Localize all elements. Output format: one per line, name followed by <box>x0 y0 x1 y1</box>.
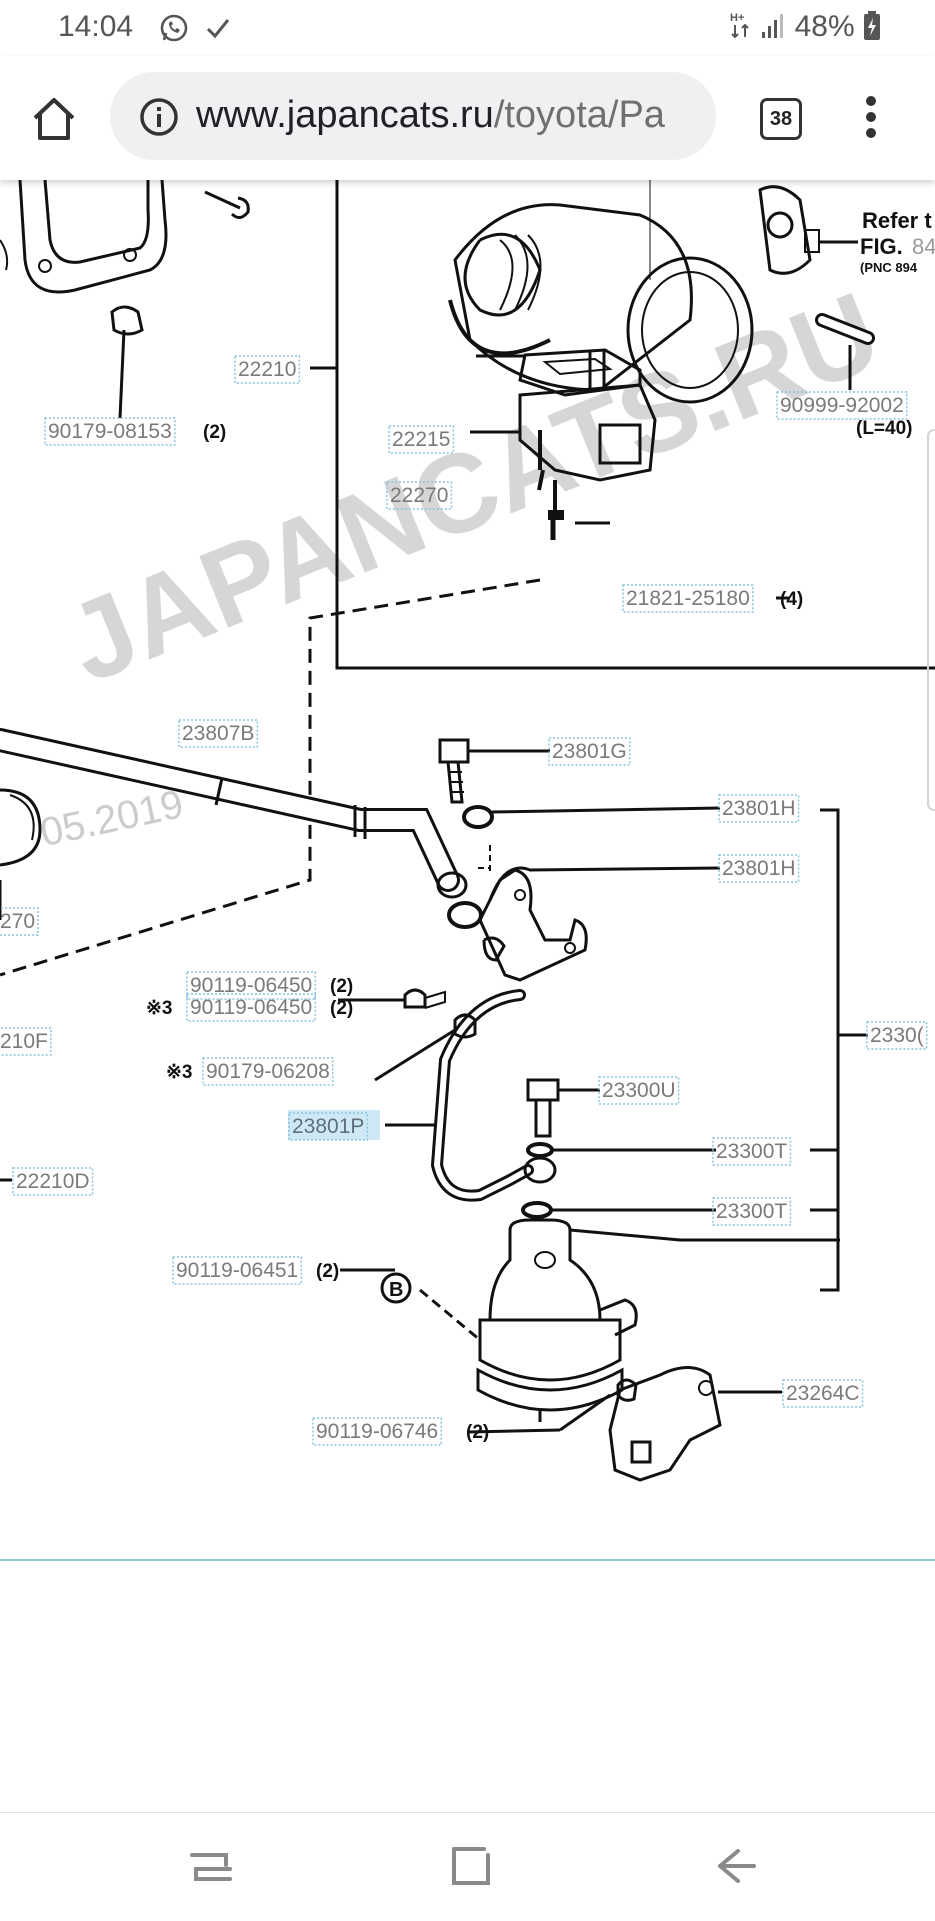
label-210F[interactable]: 210F <box>0 1030 48 1053</box>
label-90179-08153[interactable]: 90179-08153 <box>48 420 172 443</box>
navigation-bar <box>0 1812 935 1921</box>
label-box <box>866 1021 928 1050</box>
label-90119-06746[interactable]: 90119-06746 <box>316 1420 438 1443</box>
bolt-drawings <box>338 988 477 1082</box>
label-box <box>312 1417 442 1446</box>
home-button-icon[interactable] <box>448 1843 494 1889</box>
check-icon <box>206 19 230 39</box>
label-270[interactable]: 270 <box>0 910 35 933</box>
qty-90179-08153: (2) <box>203 422 226 443</box>
whatsapp-icon <box>160 14 188 42</box>
ref-circle-b: B <box>380 1272 412 1304</box>
label-box <box>172 1256 302 1285</box>
bracket-drawing <box>438 738 721 982</box>
label-box <box>598 1076 680 1105</box>
throttle-body-drawing <box>448 180 875 404</box>
label-23300U[interactable]: 23300U <box>602 1079 676 1102</box>
label-box <box>202 1057 334 1086</box>
hose-drawing <box>0 728 468 920</box>
address-bar[interactable]: www.japancats.ru/toyota/Pa <box>110 72 716 160</box>
qty-90119-06450-b: (2) <box>330 998 353 1019</box>
label-box <box>718 794 800 823</box>
refer-line-3: (PNC 894 <box>860 260 918 275</box>
qty-90119-06746: (2) <box>466 1422 489 1443</box>
mark-3-b: ※3 <box>166 1062 193 1083</box>
label-90119-06450[interactable]: 90119-06450 <box>190 974 312 997</box>
label-90119-06451[interactable]: 90119-06451 <box>176 1259 298 1282</box>
label-box <box>186 971 316 1000</box>
scroll-handle[interactable] <box>927 429 935 811</box>
refer-line-1: Refer t <box>862 208 932 233</box>
status-bar: 14:04 H+ 48% <box>0 0 935 56</box>
label-box <box>0 907 39 936</box>
signal-icon <box>762 14 784 38</box>
mark-3-a: ※3 <box>146 998 173 1019</box>
label-box <box>718 854 800 883</box>
gasket-drawing <box>0 180 250 419</box>
url-path: /toyota/Pa <box>493 94 665 136</box>
watermark-text: JAPANCATS.RU <box>51 268 896 706</box>
note-90999-92002: (L=40) <box>856 418 913 439</box>
label-box <box>288 1112 369 1141</box>
label-box <box>178 719 259 748</box>
label-box <box>234 355 301 384</box>
date-watermark: 05.2019 <box>37 782 188 855</box>
label-2330[interactable]: 2330( <box>870 1024 924 1047</box>
refer-line-2: FIG. <box>860 234 903 259</box>
page-content: JAPANCATS.RU 05.2019 <box>0 180 935 1812</box>
qty-21821-25180: (4) <box>780 589 803 610</box>
back-button-icon[interactable] <box>712 1843 758 1889</box>
url-text[interactable]: www.japancats.ru/toyota/Pa <box>196 94 665 137</box>
isc-valve-drawing <box>470 348 657 540</box>
label-90179-06208[interactable]: 90179-06208 <box>206 1060 330 1083</box>
label-23801G[interactable]: 23801G <box>552 740 627 763</box>
data-hplus-icon: H+ <box>730 12 749 39</box>
label-22270[interactable]: 22270 <box>390 484 448 507</box>
label-box <box>44 417 176 446</box>
ref-b-label: B <box>389 1279 403 1301</box>
info-icon[interactable] <box>138 96 180 138</box>
browser-toolbar: www.japancats.ru/toyota/Pa 38 <box>0 56 935 180</box>
label-23300T-a[interactable]: 23300T <box>716 1140 787 1163</box>
more-menu-icon[interactable] <box>864 94 878 140</box>
label-22210[interactable]: 22210 <box>238 358 296 381</box>
label-box <box>12 1167 94 1196</box>
label-23264C[interactable]: 23264C <box>786 1382 860 1405</box>
label-23801P[interactable]: 23801P <box>292 1115 364 1138</box>
union-bolt-drawing <box>521 1078 716 1219</box>
label-22210D[interactable]: 22210D <box>16 1170 90 1193</box>
battery-percent: 48% <box>794 10 855 43</box>
status-right: H+ 48% <box>730 10 881 44</box>
home-icon[interactable] <box>30 96 78 142</box>
label-21821-25180[interactable]: 21821-25180 <box>626 587 750 610</box>
clock: 14:04 <box>58 10 134 43</box>
svg-text:H+: H+ <box>730 12 744 24</box>
url-host: www.japancats.ru <box>196 94 494 136</box>
parts-diagram: JAPANCATS.RU 05.2019 <box>0 180 935 1561</box>
label-23807B[interactable]: 23807B <box>182 722 254 745</box>
label-90119-06450-b[interactable]: 90119-06450 <box>190 996 312 1019</box>
label-box <box>186 993 316 1022</box>
label-box <box>782 1379 864 1408</box>
recent-apps-icon[interactable] <box>188 1845 234 1889</box>
label-box <box>548 737 631 766</box>
label-box <box>386 481 453 510</box>
tab-switcher-button[interactable]: 38 <box>760 98 802 140</box>
pipe-drawing <box>385 989 557 1202</box>
refer-fig-number[interactable]: 84 <box>912 234 935 259</box>
label-23801H-a[interactable]: 23801H <box>722 797 796 820</box>
label-23300T-b[interactable]: 23300T <box>716 1200 787 1223</box>
battery-charging-icon <box>864 11 880 40</box>
label-23801H-b[interactable]: 23801H <box>722 857 796 880</box>
label-box <box>388 425 455 454</box>
qty-90119-06451: (2) <box>316 1261 339 1282</box>
label-90999-92002[interactable]: 90999-92002 <box>780 394 904 417</box>
mount-bracket-drawing <box>467 1366 782 1482</box>
qty-90119-06450: (2) <box>330 976 353 997</box>
selected-part-highlight <box>288 1110 380 1140</box>
label-22215[interactable]: 22215 <box>392 428 450 451</box>
label-box <box>622 584 754 613</box>
label-box <box>776 391 908 420</box>
pressure-regulator-drawing <box>340 1218 840 1422</box>
